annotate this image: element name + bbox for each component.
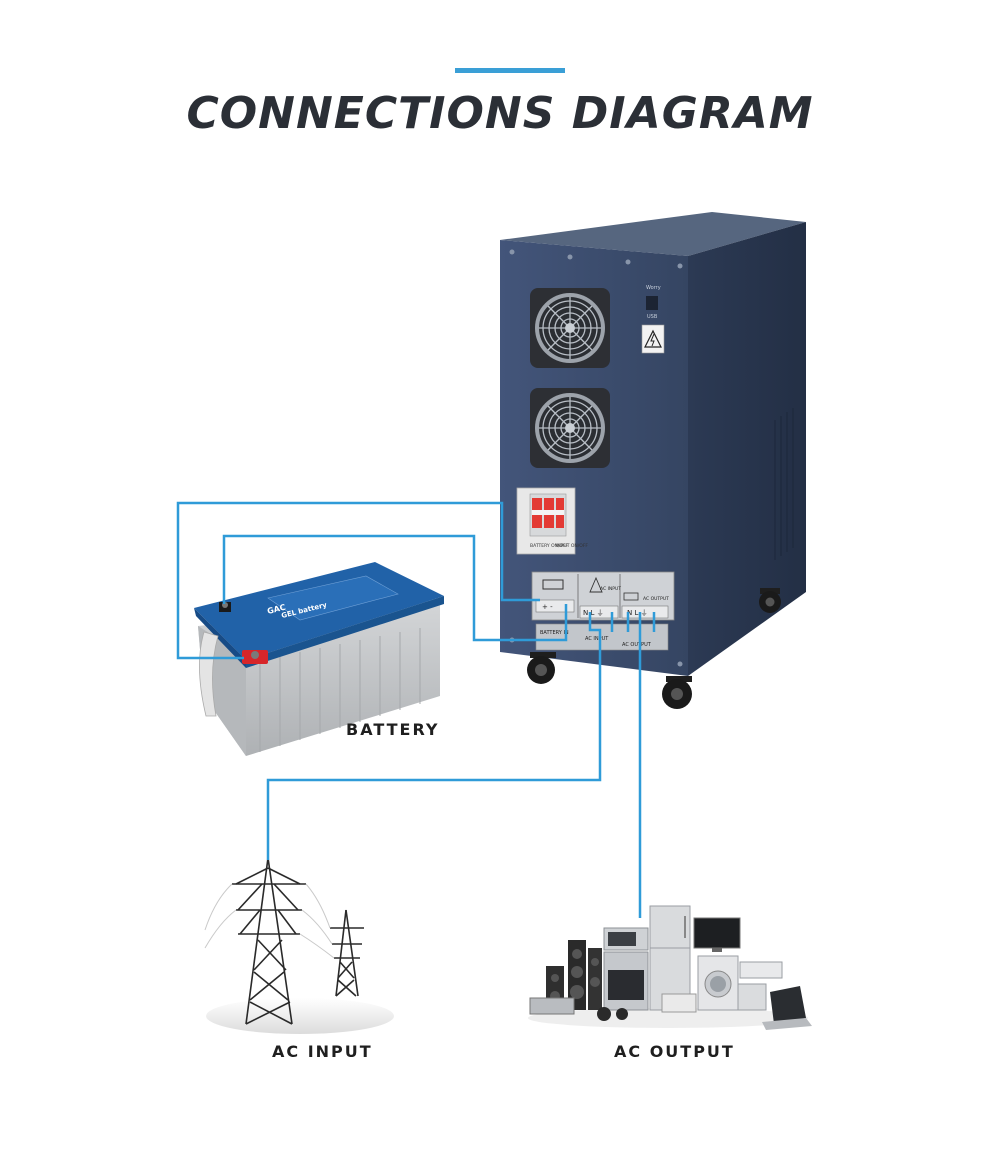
title-accent-bar: [455, 68, 565, 73]
printer-icon: [661, 993, 697, 1013]
lower-label-ac-output: AC OUTPUT: [622, 642, 652, 648]
inverter-cabinet: Worry USB BATTERY ON/OFF INPUT ON/OFF A: [500, 212, 806, 709]
laptop-icon: [770, 986, 806, 1024]
terminal-block: AC INPUT AC OUTPUT + - N L ⏚ N L ⏚ BATTE…: [531, 571, 675, 651]
usb-port-icon[interactable]: [646, 296, 658, 310]
ac-input-wire: [266, 612, 602, 860]
terminal-header-ac-output: AC OUTPUT: [643, 596, 669, 602]
battery-brand: GAC: [266, 603, 286, 616]
side-vent-icon: [774, 408, 794, 560]
port-label-usb: USB: [647, 314, 658, 320]
battery-handle-icon: [199, 631, 219, 717]
battery-positive-terminal-icon: [242, 650, 268, 664]
lower-label-ac-input: AC INPUT: [585, 636, 609, 642]
cooling-fan-icon: [530, 288, 610, 368]
cabinet-side: [688, 222, 806, 676]
home-appliances-icon: [528, 905, 812, 1030]
refrigerator-icon: [649, 905, 691, 1011]
ac-output-terminal-labels: N L ⏚: [627, 609, 648, 617]
stereo-icon: [529, 997, 575, 1015]
outlet-symbol-icon: [623, 592, 639, 601]
breaker-panel: BATTERY ON/OFF INPUT ON/OFF: [516, 487, 588, 555]
air-conditioner-icon: [739, 961, 783, 979]
breaker-label-battery: BATTERY ON/OFF: [530, 543, 569, 549]
battery-terminal-labels: + -: [542, 603, 553, 611]
tower-symbol-icon: [589, 576, 603, 593]
label-ac-output: AC OUTPUT: [614, 1042, 735, 1061]
page-title: CONNECTIONS DIAGRAM: [186, 88, 814, 139]
caster-wheel-icon: [759, 588, 781, 613]
battery-positive-wire: [176, 501, 540, 660]
breaker-label-input: INPUT ON/OFF: [556, 543, 588, 549]
lower-label-battery-in: BATTERY IN: [540, 630, 569, 636]
cooling-fan-icon: [530, 388, 610, 468]
warning-sticker: [641, 324, 665, 354]
television-icon: [693, 917, 741, 949]
terminal-header-ac-input: AC INPUT: [600, 586, 621, 592]
label-battery: BATTERY: [346, 720, 440, 739]
port-panel: Worry USB: [641, 285, 665, 354]
battery-symbol-icon: [542, 579, 564, 590]
caster-wheel-icon: [527, 652, 556, 684]
ac-input-terminal-labels: N L ⏚: [583, 609, 604, 617]
battery-negative-wire: [222, 534, 568, 642]
label-ac-input: AC INPUT: [272, 1042, 373, 1061]
port-label-worry: Worry: [646, 285, 661, 291]
cabinet-top: [500, 212, 806, 256]
caster-wheel-icon: [662, 676, 692, 709]
transmission-tower-icon: [204, 857, 394, 1034]
heater-icon: [737, 983, 767, 1011]
high-voltage-warning-icon: [644, 329, 662, 348]
connection-wires: [176, 501, 656, 918]
